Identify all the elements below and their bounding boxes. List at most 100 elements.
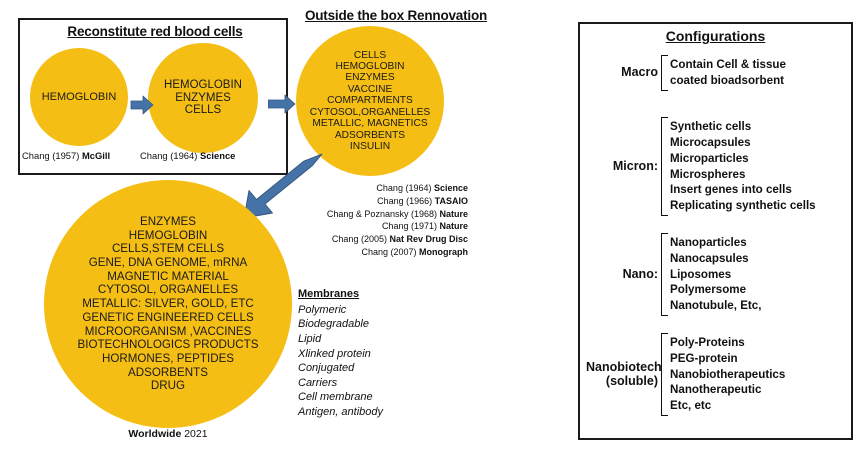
worldwide-line-3: GENE, DNA GENOME, mRNA [88, 256, 248, 270]
outside-the-box-title: Outside the box Rennovation [304, 8, 488, 23]
reference-bold: Science [433, 183, 468, 193]
worldwide-line-11: ADSORBENTS [128, 365, 208, 379]
reference-plain: Chang (2007) [361, 246, 419, 257]
caption-chang-1957-bold: McGill [81, 150, 111, 161]
config-group-nanobiotech: Nanobiotech (soluble) Poly-Proteins PEG-… [586, 333, 846, 416]
config-item: Poly-Proteins [670, 335, 745, 349]
worldwide-line-9: BIOTECHNOLOGICS PRODUCTS [77, 338, 259, 352]
worldwide-line-8: MICROORGANISM ,VACCINES [84, 324, 252, 338]
config-item: Nanocapsules [670, 251, 749, 265]
membranes-item: Conjugated [298, 362, 355, 375]
arrow-right-icon-2 [268, 94, 296, 114]
otb-line-1: HEMOGLOBIN [335, 61, 405, 73]
reference-row: Chang (1971) Nature [276, 220, 468, 233]
worldwide-line-12: DRUG [150, 379, 186, 393]
reference-bold: Nat Rev Drug Disc [389, 234, 468, 245]
worldwide-line-4: MAGNETIC MATERIAL [107, 269, 229, 283]
circle-outside-the-box: CELLS HEMOGLOBIN ENZYMES VACCINE COMPART… [296, 26, 444, 176]
circle-hec-line-1: ENZYMES [175, 91, 231, 104]
reference-bold: Monograph [419, 246, 468, 257]
outside-the-box-references: Chang (1964) Science Chang (1966) TASAIO… [276, 182, 468, 259]
membranes-item: Carriers [298, 376, 338, 389]
membranes-item: Polymeric [298, 303, 347, 316]
reference-bold: TASAIO [434, 195, 468, 206]
reference-plain: Chang (1971) [381, 221, 440, 232]
reference-plain: Chang (2005) [331, 234, 390, 245]
config-item: Microspheres [670, 167, 746, 181]
otb-line-2: ENZYMES [345, 72, 395, 84]
circle-hec-line-0: HEMOGLOBIN [164, 78, 242, 91]
circle-hemoglobin: HEMOGLOBIN [30, 48, 128, 146]
config-item: Polymersome [670, 283, 747, 297]
otb-line-3: VACCINE [347, 83, 393, 95]
caption-chang-1964-plain: Chang (1964) [140, 150, 200, 161]
arrow-right-icon-1 [130, 95, 154, 115]
membranes-item: Antigen, antibody [298, 406, 384, 418]
caption-chang-1964: Chang (1964) Science [140, 150, 235, 161]
configurations-title: Configurations [665, 28, 766, 44]
reference-bold: Nature [439, 208, 468, 219]
reference-plain: Chang (1964) [376, 183, 434, 193]
membranes-item: Cell membrane [298, 391, 373, 404]
membranes-item: Lipid [298, 332, 322, 345]
config-item: Liposomes [670, 267, 732, 281]
config-group-nanobiotech-items: Poly-Proteins PEG-protein Nanobiotherape… [668, 335, 785, 414]
caption-worldwide-bold: Worldwide [128, 428, 182, 440]
config-group-micron-items: Synthetic cells Microcapsules Microparti… [668, 119, 816, 214]
otb-line-0: CELLS [353, 49, 387, 61]
membranes-list: Membranes Polymeric Biodegradable Lipid … [298, 287, 473, 420]
worldwide-line-0: ENZYMES [139, 215, 197, 229]
config-item: Contain Cell & tissue [670, 58, 786, 72]
config-group-nano-items: Nanoparticles Nanocapsules Liposomes Pol… [668, 235, 761, 314]
config-item: Microcapsules [670, 135, 751, 149]
config-item: Nanotherapeutic [670, 383, 762, 397]
config-group-macro: Macro Contain Cell & tissue coated bioad… [600, 55, 846, 91]
config-item: Replicating synthetic cells [670, 199, 816, 213]
otb-line-5: CYTOSOL,ORGANELLES [309, 106, 431, 118]
config-group-micron-label: Micron: [612, 158, 658, 173]
reconstitute-box-title: Reconstitute red blood cells [67, 24, 243, 39]
config-item: Etc, etc [670, 399, 712, 413]
worldwide-line-2: CELLS,STEM CELLS [111, 242, 225, 256]
caption-worldwide-2021: Worldwide 2021 [44, 428, 292, 440]
config-group-macro-label: Macro [621, 65, 658, 80]
caption-chang-1964-bold: Science [199, 150, 236, 161]
caption-chang-1957-plain: Chang (1957) [22, 150, 82, 161]
config-item: coated bioadsorbent [670, 74, 785, 87]
reference-row: Chang (2007) Monograph [276, 246, 468, 259]
brace-icon-nanobiotech [661, 333, 668, 416]
config-item: Insert genes into cells [670, 183, 792, 197]
reference-plain: Chang & Poznansky (1968) [326, 208, 440, 219]
reference-row: Chang (1964) Science [276, 182, 468, 195]
worldwide-line-6: METALLIC: SILVER, GOLD, ETC [82, 297, 254, 311]
config-item: Synthetic cells [670, 119, 752, 133]
reference-plain: Chang (1966) [377, 195, 435, 206]
membranes-item: Xlinked protein [298, 347, 371, 360]
worldwide-line-7: GENETIC ENGINEERED CELLS [82, 310, 254, 324]
worldwide-line-1: HEMOGLOBIN [128, 228, 208, 242]
otb-line-6: METALLIC, MAGNETICS [312, 118, 428, 130]
membranes-heading: Membranes [298, 288, 360, 300]
config-group-nanobiotech-label: Nanobiotech (soluble) [586, 359, 662, 388]
config-item: Nanotubule, Etc, [670, 299, 762, 313]
brace-icon-nano [661, 233, 668, 316]
configurations-panel-frame [578, 22, 853, 440]
reference-row: Chang (1966) TASAIO [276, 195, 468, 208]
config-group-nano-label: Nano: [622, 266, 658, 281]
caption-worldwide-year: 2021 [181, 428, 208, 440]
config-item: PEG-protein [670, 351, 738, 365]
config-item: Nanobiotherapeutics [670, 367, 786, 381]
brace-icon-macro [661, 55, 668, 91]
circle-hemoglobin-enzymes-cells: HEMOGLOBIN ENZYMES CELLS [148, 43, 258, 153]
worldwide-line-10: HORMONES, PEPTIDES [101, 351, 235, 365]
membranes-item: Biodegradable [298, 318, 369, 331]
circle-hec-line-2: CELLS [184, 104, 222, 117]
reference-bold: Nature [439, 221, 468, 232]
reference-row: Chang & Poznansky (1968) Nature [276, 208, 468, 221]
config-item: Microparticles [670, 151, 749, 165]
reference-row: Chang (2005) Nat Rev Drug Disc [276, 233, 468, 246]
caption-chang-1957: Chang (1957) McGill [22, 150, 110, 161]
circle-hemoglobin-line-0: HEMOGLOBIN [41, 90, 117, 103]
config-group-micron: Micron: Synthetic cells Microcapsules Mi… [600, 117, 846, 216]
